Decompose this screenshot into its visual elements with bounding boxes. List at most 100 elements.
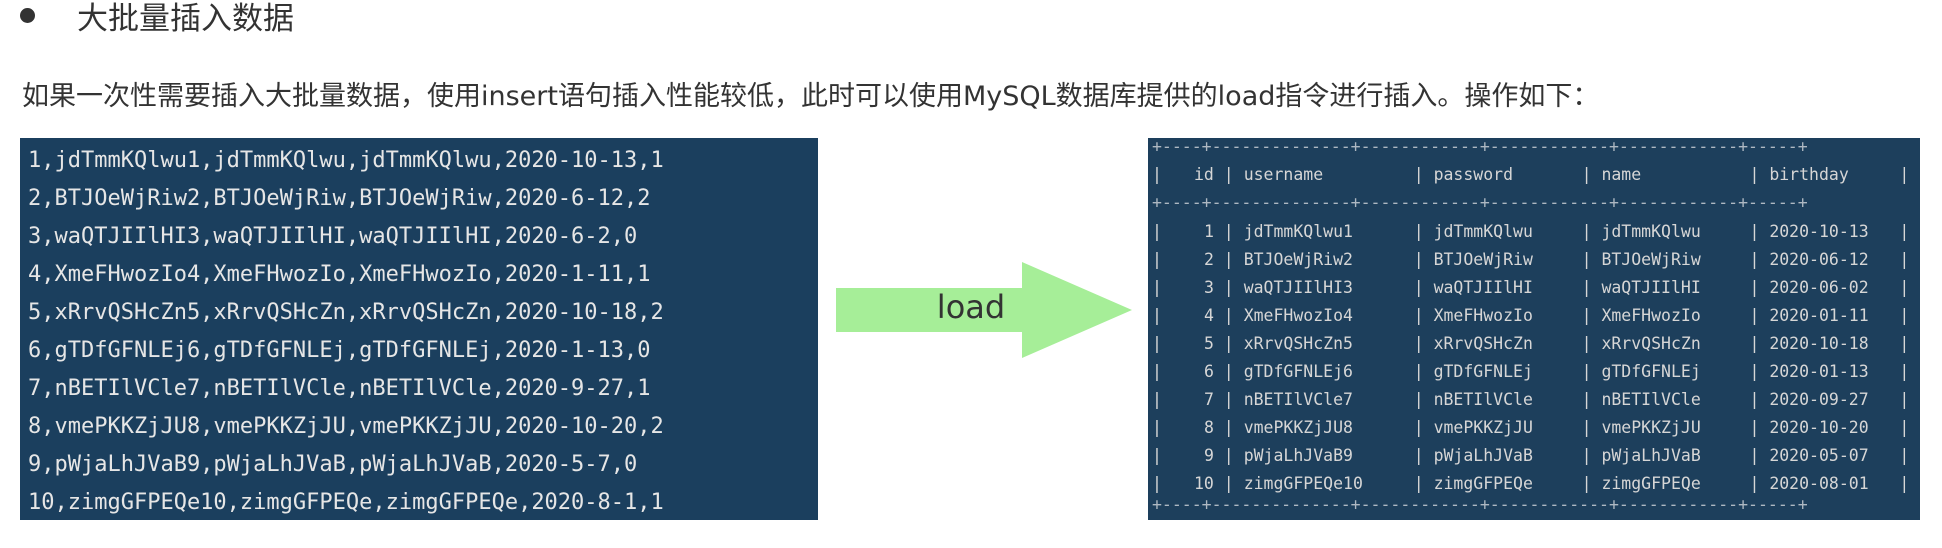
csv-line: 1,jdTmmKQlwu1,jdTmmKQlwu,jdTmmKQlwu,2020… xyxy=(28,148,664,173)
cell-password: vmePKKZjJU xyxy=(1433,418,1533,437)
cell-birthday: 2020-10-18 xyxy=(1769,334,1869,353)
cell-birthday: 2020-08-01 xyxy=(1769,474,1869,493)
cell-id: 7 xyxy=(1203,390,1214,409)
cell-sex: 0 xyxy=(1919,274,1920,302)
cell-birthday: 2020-01-11 xyxy=(1769,306,1869,325)
cell-password: waQTJIIlHI xyxy=(1433,278,1533,297)
cell-password: nBETIlVCle xyxy=(1433,390,1533,409)
cell-sex: 1 xyxy=(1919,386,1920,414)
csv-line: 8,vmePKKZjJU8,vmePKKZjJU,vmePKKZjJU,2020… xyxy=(28,414,664,439)
cell-username: zimgGFPEQe10 xyxy=(1243,474,1363,493)
cell-name: XmeFHwozIo xyxy=(1601,306,1701,325)
cell-username: vmePKKZjJU8 xyxy=(1243,418,1353,437)
heading-text: 大批量插入数据 xyxy=(77,0,294,37)
cell-sex: 1 xyxy=(1919,218,1920,246)
table-row: | 10 | zimgGFPEQe10| zimgGFPEQe| zimgGFP… xyxy=(1152,470,1920,498)
table-body: | 1 | jdTmmKQlwu1| jdTmmKQlwu| jdTmmKQlw… xyxy=(1152,218,1920,498)
csv-line: 3,waQTJIIlHI3,waQTJIIlHI,waQTJIIlHI,2020… xyxy=(28,224,638,249)
cell-birthday: 2020-06-12 xyxy=(1769,250,1869,269)
cell-password: XmeFHwozIo xyxy=(1433,306,1533,325)
cell-username: XmeFHwozIo4 xyxy=(1243,306,1353,325)
cell-username: jdTmmKQlwu1 xyxy=(1243,222,1353,241)
cell-password: zimgGFPEQe xyxy=(1433,474,1533,493)
cell-password: gTDfGFNLEj xyxy=(1433,362,1533,381)
cell-id: 8 xyxy=(1203,418,1214,437)
cell-sex: 1 xyxy=(1919,302,1920,330)
csv-line: 7,nBETIlVCle7,nBETIlVCle,nBETIlVCle,2020… xyxy=(28,376,651,401)
cell-name: BTJOeWjRiw xyxy=(1601,250,1701,269)
cell-password: BTJOeWjRiw xyxy=(1433,250,1533,269)
cell-username: waQTJIIlHI3 xyxy=(1243,278,1353,297)
cell-password: xRrvQSHcZn xyxy=(1433,334,1533,353)
cell-id: 10 xyxy=(1194,474,1214,493)
cell-birthday: 2020-10-13 xyxy=(1769,222,1869,241)
cell-name: jdTmmKQlwu xyxy=(1601,222,1701,241)
cell-birthday: 2020-05-07 xyxy=(1769,446,1869,465)
table-row: | 4 | XmeFHwozIo4| XmeFHwozIo| XmeFHwozI… xyxy=(1152,302,1920,330)
cell-name: vmePKKZjJU xyxy=(1601,418,1701,437)
csv-line: 6,gTDfGFNLEj6,gTDfGFNLEj,gTDfGFNLEj,2020… xyxy=(28,338,651,363)
table-row: | 2 | BTJOeWjRiw2| BTJOeWjRiw| BTJOeWjRi… xyxy=(1152,246,1920,274)
col-header-sex: sex xyxy=(1919,154,1920,196)
table-row: | 1 | jdTmmKQlwu1| jdTmmKQlwu| jdTmmKQlw… xyxy=(1152,218,1920,246)
table-row: | 9 | pWjaLhJVaB9| pWjaLhJVaB| pWjaLhJVa… xyxy=(1152,442,1920,470)
col-header-name: name xyxy=(1601,165,1642,184)
table-header-row: | id | username| password| name| birthda… xyxy=(1152,154,1920,196)
arrow-label: load xyxy=(936,288,1006,326)
cell-id: 6 xyxy=(1203,362,1214,381)
cell-id: 9 xyxy=(1203,446,1214,465)
col-header-password: password xyxy=(1433,165,1514,184)
cell-sex: 0 xyxy=(1919,358,1920,386)
cell-password: pWjaLhJVaB xyxy=(1433,446,1533,465)
cell-name: zimgGFPEQe xyxy=(1601,474,1701,493)
cell-id: 2 xyxy=(1203,250,1214,269)
cell-birthday: 2020-10-20 xyxy=(1769,418,1869,437)
load-arrow: load xyxy=(836,262,1132,358)
cell-sex: 2 xyxy=(1919,414,1920,442)
table-row: | 6 | gTDfGFNLEj6| gTDfGFNLEj| gTDfGFNLE… xyxy=(1152,358,1920,386)
csv-line: 10,zimgGFPEQe10,zimgGFPEQe,zimgGFPEQe,20… xyxy=(28,490,664,515)
cell-birthday: 2020-09-27 xyxy=(1769,390,1869,409)
cell-id: 4 xyxy=(1203,306,1214,325)
cell-name: pWjaLhJVaB xyxy=(1601,446,1701,465)
cell-sex: 1 xyxy=(1919,470,1920,498)
cell-username: pWjaLhJVaB9 xyxy=(1243,446,1353,465)
cell-name: xRrvQSHcZn xyxy=(1601,334,1701,353)
cell-sex: 0 xyxy=(1919,442,1920,470)
csv-data-panel: 1,jdTmmKQlwu1,jdTmmKQlwu,jdTmmKQlwu,2020… xyxy=(20,138,818,520)
query-result-table: +----+--------------+------------+------… xyxy=(1148,138,1920,520)
cell-sex: 2 xyxy=(1919,330,1920,358)
cell-id: 1 xyxy=(1203,222,1214,241)
table-row: | 5 | xRrvQSHcZn5| xRrvQSHcZn| xRrvQSHcZ… xyxy=(1152,330,1920,358)
cell-username: BTJOeWjRiw2 xyxy=(1243,250,1353,269)
section-heading: 大批量插入数据 xyxy=(20,0,294,37)
cell-username: xRrvQSHcZn5 xyxy=(1243,334,1353,353)
table-row: | 3 | waQTJIIlHI3| waQTJIIlHI| waQTJIIlH… xyxy=(1152,274,1920,302)
table-border: +----+--------------+------------+------… xyxy=(1152,140,1808,154)
csv-line: 9,pWjaLhJVaB9,pWjaLhJVaB,pWjaLhJVaB,2020… xyxy=(28,452,638,477)
table-row: | 8 | vmePKKZjJU8| vmePKKZjJU| vmePKKZjJ… xyxy=(1152,414,1920,442)
csv-line: 4,XmeFHwozIo4,XmeFHwozIo,XmeFHwozIo,2020… xyxy=(28,262,651,287)
cell-birthday: 2020-01-13 xyxy=(1769,362,1869,381)
cell-id: 5 xyxy=(1203,334,1214,353)
col-header-birthday: birthday xyxy=(1769,165,1849,184)
cell-name: gTDfGFNLEj xyxy=(1601,362,1701,381)
csv-line: 2,BTJOeWjRiw2,BTJOeWjRiw,BTJOeWjRiw,2020… xyxy=(28,186,651,211)
bullet-icon xyxy=(20,7,35,23)
cell-birthday: 2020-06-02 xyxy=(1769,278,1869,297)
csv-line: 5,xRrvQSHcZn5,xRrvQSHcZn,xRrvQSHcZn,2020… xyxy=(28,300,664,325)
right-arrow-icon xyxy=(836,262,1132,358)
cell-name: nBETIlVCle xyxy=(1601,390,1701,409)
description-text: 如果一次性需要插入大批量数据，使用insert语句插入性能较低，此时可以使用My… xyxy=(22,81,1600,112)
cell-username: nBETIlVCle7 xyxy=(1243,390,1353,409)
cell-id: 3 xyxy=(1203,278,1214,297)
col-header-username: username xyxy=(1243,165,1324,184)
cell-username: gTDfGFNLEj6 xyxy=(1243,362,1353,381)
cell-sex: 2 xyxy=(1919,246,1920,274)
col-header-id: id xyxy=(1194,165,1214,184)
cell-name: waQTJIIlHI xyxy=(1601,278,1701,297)
cell-password: jdTmmKQlwu xyxy=(1433,222,1533,241)
table-border: +----+--------------+------------+------… xyxy=(1152,498,1808,512)
table-border: +----+--------------+------------+------… xyxy=(1152,196,1808,210)
table-row: | 7 | nBETIlVCle7| nBETIlVCle| nBETIlVCl… xyxy=(1152,386,1920,414)
